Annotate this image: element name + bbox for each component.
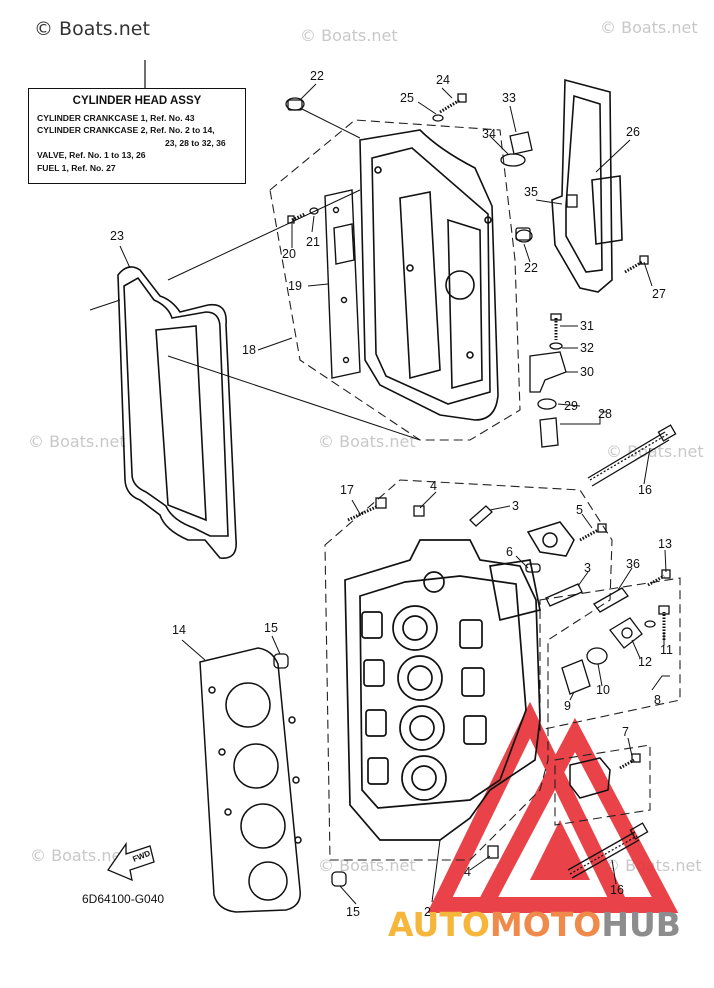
callout-number: 20 bbox=[282, 247, 296, 261]
title-box-line: CYLINDER CRANKCASE 2, Ref. No. 2 to 14, bbox=[37, 125, 215, 136]
callout-number: 32 bbox=[580, 341, 594, 355]
leader-line bbox=[89, 83, 670, 905]
title-box: CYLINDER HEAD ASSY CYLINDER CRANKCASE 1,… bbox=[28, 88, 246, 184]
callout-number: 17 bbox=[340, 483, 354, 497]
callout-number: 29 bbox=[564, 399, 578, 413]
title-box-line: 23, 28 to 32, 36 bbox=[165, 137, 226, 148]
bracket bbox=[551, 78, 623, 293]
callout-number: 36 bbox=[626, 557, 640, 571]
brand-part: HUB bbox=[601, 905, 681, 944]
title-box-heading: CYLINDER HEAD ASSY bbox=[72, 95, 202, 107]
callout-number: 15 bbox=[346, 905, 360, 919]
callout-number: 16 bbox=[638, 483, 652, 497]
callout-number: 26 bbox=[626, 125, 640, 139]
callout-number: 23 bbox=[110, 229, 124, 243]
thermostat-cover bbox=[526, 521, 611, 799]
brand-part: AUTO bbox=[388, 905, 490, 944]
callout-number: 15 bbox=[264, 621, 278, 635]
callout-number: 14 bbox=[172, 623, 186, 637]
callout-number: 2 bbox=[424, 905, 431, 919]
callout-number: 13 bbox=[658, 537, 672, 551]
cylinder-head-cover bbox=[359, 129, 499, 421]
title-box-line: FUEL 1, Ref. No. 27 bbox=[37, 162, 116, 173]
watermark: © Boats.net bbox=[600, 18, 698, 37]
callout-number: 4 bbox=[430, 479, 437, 493]
callout-number: 31 bbox=[580, 319, 594, 333]
callout-number: 27 bbox=[652, 287, 666, 301]
callout-number: 22 bbox=[524, 261, 538, 275]
callout-number: 3 bbox=[584, 561, 591, 575]
brand-part: MOTO bbox=[489, 905, 602, 944]
callout-number: 6 bbox=[506, 545, 513, 559]
callout-number: 35 bbox=[524, 185, 538, 199]
fwd-arrow-icon: FWD bbox=[107, 841, 155, 882]
callout-number: 25 bbox=[400, 91, 414, 105]
watermark: © Boats.net bbox=[28, 432, 126, 451]
callout-number: 3 bbox=[512, 499, 519, 513]
head-gasket bbox=[199, 647, 302, 913]
callout-number: 24 bbox=[436, 73, 450, 87]
fastener bbox=[273, 93, 671, 887]
callout-number: 22 bbox=[310, 69, 324, 83]
callout-number: 4 bbox=[464, 865, 471, 879]
watermark: © Boats.net bbox=[300, 26, 398, 45]
callout-number: 11 bbox=[660, 643, 673, 657]
callout-number: 18 bbox=[242, 343, 256, 357]
long-bolt bbox=[567, 424, 677, 879]
logo-triangle-icon bbox=[427, 701, 679, 913]
brand-logo: AUTOMOTOHUB bbox=[388, 905, 681, 944]
copyright-text: © Boats.net bbox=[34, 18, 150, 40]
title-box-line: VALVE, Ref. No. 1 to 13, 26 bbox=[37, 150, 146, 161]
watermark: © Boats.net bbox=[30, 846, 128, 865]
assembly-outline bbox=[269, 119, 681, 861]
callout-number: 12 bbox=[638, 655, 652, 669]
callout-number: 30 bbox=[580, 365, 594, 379]
callout-number: 19 bbox=[288, 279, 302, 293]
cover-gasket bbox=[117, 266, 237, 559]
watermark: © Boats.net bbox=[318, 856, 416, 875]
callout-number: 5 bbox=[576, 503, 583, 517]
title-box-line: CYLINDER CRANKCASE 1, Ref. No. 43 bbox=[37, 113, 195, 123]
cover-plate bbox=[324, 189, 361, 379]
callout-number: 21 bbox=[306, 235, 320, 249]
callout-number: 7 bbox=[622, 725, 629, 739]
callout-number: 33 bbox=[502, 91, 516, 105]
watermark: © Boats.net bbox=[606, 442, 704, 461]
callout-number: 28 bbox=[598, 407, 612, 421]
callout-number: 9 bbox=[564, 699, 571, 713]
callout-number: 8 bbox=[654, 693, 661, 707]
callout-number: 10 bbox=[596, 683, 610, 697]
cylinder-head bbox=[344, 539, 541, 841]
watermark: © Boats.net bbox=[318, 432, 416, 451]
callout-number: 34 bbox=[482, 127, 496, 141]
callout-number: 16 bbox=[610, 883, 624, 897]
diagram-code: 6D64100-G040 bbox=[82, 892, 165, 906]
